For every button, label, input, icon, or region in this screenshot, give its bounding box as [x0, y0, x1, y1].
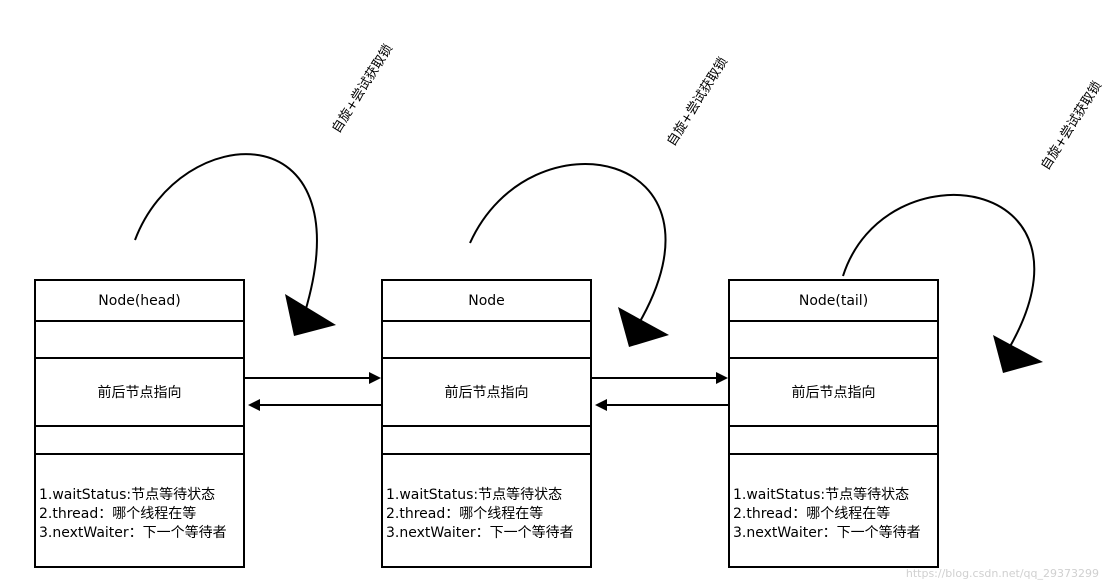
field-wait-status: 1.waitStatus:节点等待状态: [386, 487, 563, 503]
field-wait-status: 1.waitStatus:节点等待状态: [733, 487, 910, 503]
node-pointer-label: 前后节点指向: [383, 359, 590, 427]
field-wait-status: 1.waitStatus:节点等待状态: [39, 487, 216, 503]
arrowhead: [369, 372, 381, 384]
node-pointer-label: 前后节点指向: [730, 359, 937, 427]
node-title: Node: [383, 281, 590, 322]
spin-curve: [469, 163, 667, 326]
field-thread: 2.thread：哪个线程在等: [386, 506, 544, 522]
node-title: Node(tail): [730, 281, 937, 322]
field-thread: 2.thread：哪个线程在等: [39, 506, 197, 522]
arrowhead: [595, 399, 607, 411]
field-next-waiter: 3.nextWaiter：下一个等待者: [39, 525, 227, 541]
node-empty-row: [383, 322, 590, 359]
node-fields: 1.waitStatus:节点等待状态 2.thread：哪个线程在等 3.ne…: [730, 455, 937, 566]
node-empty-row: [730, 322, 937, 359]
spin-curve: [134, 153, 318, 313]
node-head: Node(head) 前后节点指向 1.waitStatus:节点等待状态 2.…: [34, 279, 245, 568]
spin-arrowhead: [618, 307, 669, 347]
spin-arrowhead: [993, 335, 1043, 373]
node-middle: Node 前后节点指向 1.waitStatus:节点等待状态 2.thread…: [381, 279, 592, 568]
field-thread: 2.thread：哪个线程在等: [733, 506, 891, 522]
node-fields: 1.waitStatus:节点等待状态 2.thread：哪个线程在等 3.ne…: [383, 455, 590, 566]
spin-arrowhead: [285, 294, 336, 336]
node-tail: Node(tail) 前后节点指向 1.waitStatus:节点等待状态 2.…: [728, 279, 939, 568]
watermark-text: https://blog.csdn.net/qq_29373299: [905, 567, 1099, 580]
node-empty-row: [730, 427, 937, 455]
arrowhead: [248, 399, 260, 411]
arrowhead: [716, 372, 728, 384]
field-next-waiter: 3.nextWaiter：下一个等待者: [386, 525, 574, 541]
node-pointer-label: 前后节点指向: [36, 359, 243, 427]
spin-curve: [842, 193, 1036, 351]
field-next-waiter: 3.nextWaiter：下一个等待者: [733, 525, 921, 541]
node-empty-row: [36, 322, 243, 359]
node-fields: 1.waitStatus:节点等待状态 2.thread：哪个线程在等 3.ne…: [36, 455, 243, 566]
node-title: Node(head): [36, 281, 243, 322]
node-empty-row: [36, 427, 243, 455]
node-empty-row: [383, 427, 590, 455]
